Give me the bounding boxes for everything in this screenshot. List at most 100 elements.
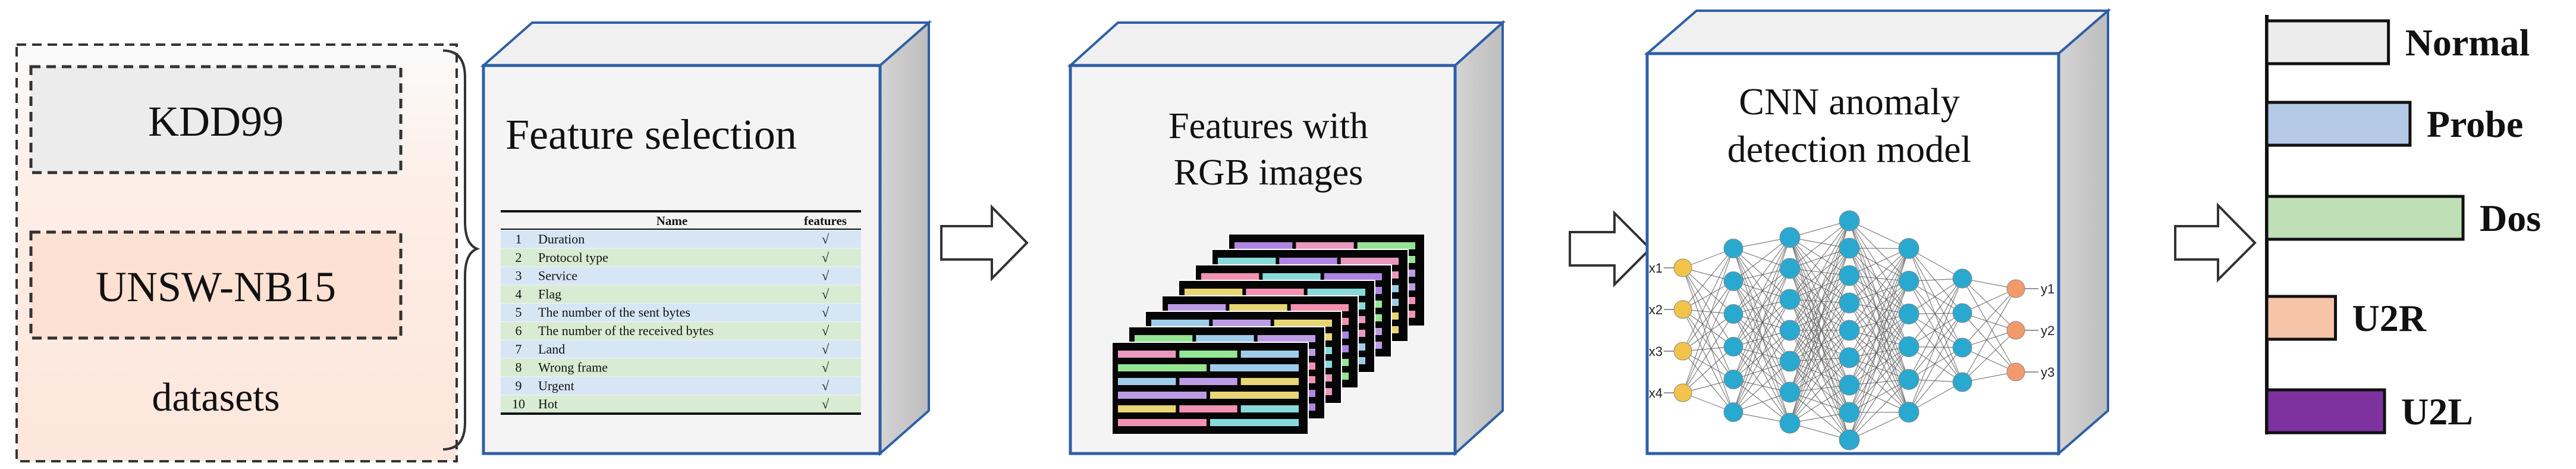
feature-row-check: √ (822, 342, 830, 357)
nn-edge (1789, 302, 1850, 362)
nn-edges (1664, 220, 2038, 440)
nn-edge (1733, 314, 1790, 393)
nn-edge (1789, 361, 1850, 440)
nn-edge (1789, 237, 1850, 331)
class-bar (2265, 19, 2390, 65)
class-bar (2265, 101, 2412, 147)
feature-row-name: The number of the received bytes (538, 323, 714, 338)
feature-row-check: √ (822, 396, 830, 411)
feature-row-index: 3 (516, 268, 522, 283)
nn-edge (1682, 248, 1734, 352)
feature-row-bg (501, 267, 861, 285)
nn-edge (1962, 278, 2016, 373)
nn-edge (1962, 288, 2016, 383)
nn-edge (1849, 248, 1909, 304)
feature-row-bg (501, 377, 861, 395)
nn-edge (1789, 248, 1850, 269)
arrow-1 (940, 204, 1029, 282)
class-bar-normal: Normal (2265, 19, 2530, 65)
arrow-2 (1569, 210, 1652, 287)
nn-edge (1789, 392, 1850, 440)
class-bar-u2r: U2R (2265, 295, 2427, 341)
nn-edge (1849, 384, 1909, 413)
nn-edge (1733, 330, 1790, 380)
nn-node (1839, 210, 1860, 232)
nn-edge (1849, 330, 1909, 412)
nn-edge (1789, 248, 1850, 393)
nn-edge (1789, 220, 1850, 300)
class-label: Normal (2405, 21, 2530, 64)
nn-edge (1733, 346, 1790, 424)
feature-row-index: 1 (516, 232, 522, 246)
nn-node (1952, 372, 1972, 392)
nn-edge (1789, 268, 1850, 386)
nn-edge (1789, 357, 1850, 424)
nn-edge (1908, 278, 1963, 315)
nn-edge (1849, 302, 1909, 380)
nn-edge (1733, 237, 1790, 282)
feature-row-name: Hot (538, 396, 558, 411)
nn-edge (1789, 330, 1850, 440)
feature-row-name: Flag (538, 286, 561, 301)
nn-edge (1682, 267, 1734, 380)
nn-edge (1789, 237, 1850, 304)
nn-input-label: x2 (1649, 302, 1663, 317)
nn-edge (1789, 237, 1850, 358)
nn-edge (1682, 351, 1734, 412)
nn-node (1898, 369, 1920, 390)
nn-edge (1682, 281, 1734, 393)
nn-edge (1849, 280, 1909, 304)
nn-edge (1789, 275, 1850, 300)
nn-edge (1849, 346, 1909, 386)
nn-node (1723, 370, 1743, 389)
nn-edge (1733, 281, 1790, 331)
nn-edge (1849, 248, 1909, 358)
feature-row-name: Protocol type (538, 250, 608, 265)
nn-edge (1733, 314, 1790, 362)
nn-node (1673, 300, 1692, 319)
nn-node (1952, 303, 1972, 323)
nn-node (1723, 304, 1743, 324)
nn-edge (1789, 299, 1850, 358)
feature-row-bg (501, 248, 861, 267)
nn-edge (1962, 288, 2016, 348)
feature-row-name: Duration (538, 232, 585, 246)
nn-edge (1908, 312, 1963, 348)
dataset-kdd99: KDD99 (29, 65, 403, 174)
nn-edge (1733, 248, 1790, 393)
nn-edge (1849, 346, 1909, 413)
rgb-images-title-line2: RGB images (1174, 152, 1364, 193)
nn-node (1673, 258, 1692, 277)
nn-node (1898, 402, 1920, 423)
nn-edge (1789, 237, 1850, 276)
feature-row-index: 6 (516, 323, 522, 338)
class-bar-probe: Probe (2265, 101, 2523, 147)
nn-node (1779, 289, 1801, 310)
nn-node (1723, 271, 1743, 291)
nn-edge (1733, 268, 1790, 314)
nn-node (1952, 268, 1972, 289)
nn-edge (1849, 248, 1909, 386)
feature-table-row: 10 Hot √ (501, 395, 861, 413)
nn-edge (1908, 314, 1963, 383)
nn-edge (1849, 281, 1909, 413)
nn-node (1839, 347, 1860, 368)
nn-edge (1733, 299, 1790, 412)
nn-edge (1849, 302, 1909, 347)
rgb-images-title-line1: Features with (1168, 106, 1368, 146)
feature-row-check: √ (822, 232, 830, 246)
feature-row-index: 10 (512, 396, 525, 411)
nn-edge (1908, 248, 1963, 314)
nn-edge (1682, 346, 1734, 393)
feature-row-bg (501, 230, 861, 248)
nn-edge (1733, 361, 1790, 412)
nn-edge (1849, 314, 1909, 440)
class-bar-u2l: U2L (2265, 388, 2473, 434)
nn-node (1898, 238, 1920, 259)
